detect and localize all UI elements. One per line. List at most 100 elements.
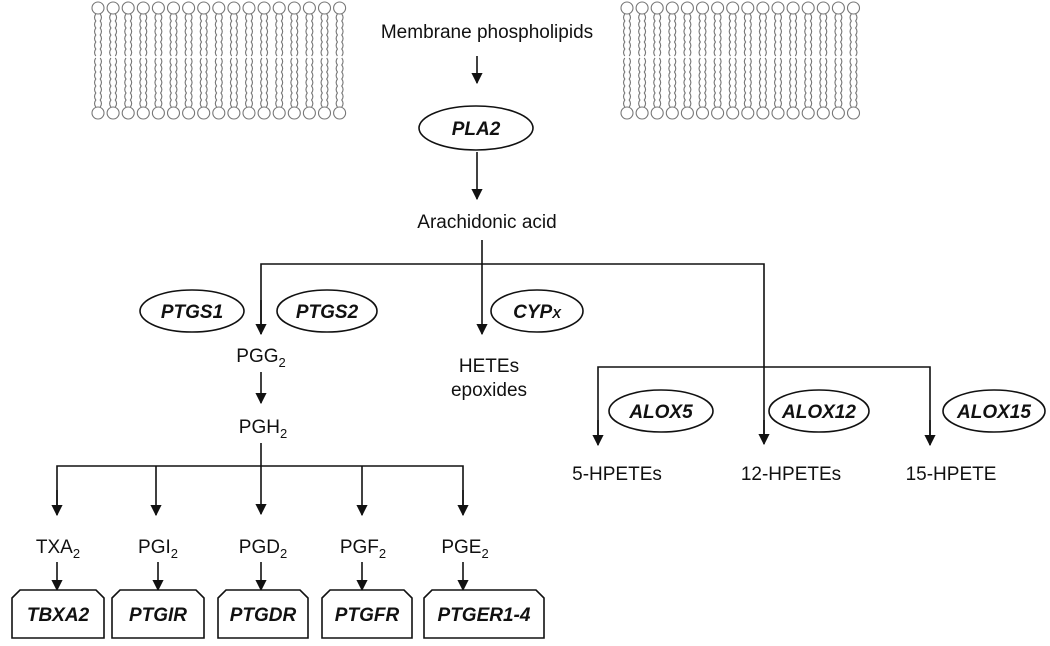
lipid-tail [295, 57, 299, 108]
lipid-tail [245, 13, 248, 57]
lipid-head [741, 106, 755, 120]
lipid-tail [295, 13, 299, 57]
txa2-subscript: 2 [73, 546, 80, 561]
lipid-head [106, 106, 120, 120]
lipid-head [695, 106, 710, 120]
lipid-head [317, 1, 332, 15]
lipid-head [91, 1, 105, 15]
cyp-main-text: CYP [513, 302, 552, 323]
lipid-head [91, 106, 105, 120]
lipid-tail [214, 57, 218, 108]
lipid-head [665, 106, 679, 120]
lipid-tail [154, 57, 157, 108]
lipid-head [151, 1, 165, 15]
lipid-tail [275, 13, 278, 57]
lipid-head [771, 106, 785, 120]
pgf2-subscript: 2 [379, 546, 386, 561]
lipid-tail [335, 57, 339, 108]
lipid-head [333, 1, 347, 15]
lipid-tail [749, 57, 752, 108]
lipid-tail [139, 57, 142, 108]
lipid-tail [774, 13, 777, 57]
lipid-head [242, 1, 256, 15]
branch-line-prostanoids [56, 465, 464, 514]
lipid-tail [704, 13, 707, 57]
lipid-tail [310, 13, 314, 57]
lipid-tail [764, 13, 767, 57]
lipid-head [121, 106, 135, 120]
lipid-head [726, 1, 740, 15]
lipid-tail [159, 57, 163, 108]
lipid-head [801, 106, 815, 120]
lipid-tail [305, 57, 308, 108]
pgd2-label: PGD2 [239, 537, 287, 561]
hetes-label: HETEs [459, 356, 519, 377]
lipid-head [136, 106, 150, 120]
lipid-tail [734, 13, 737, 57]
lipid-head [257, 1, 271, 15]
lipid-tail [734, 57, 737, 108]
lipid-tail [638, 13, 641, 57]
ptgdr-receptor-box [217, 589, 309, 639]
arachidonic-acid-label: Arachidonic acid [417, 212, 556, 233]
branch-line-lox [597, 366, 931, 444]
lipid-tail [184, 13, 188, 57]
lipid-head [197, 1, 211, 15]
lipid-tail [623, 57, 626, 108]
lipid-tail [819, 13, 822, 57]
membrane-bilayer-right [620, 1, 861, 120]
lipid-tail [855, 13, 858, 57]
lipid-head [317, 106, 332, 120]
lipid-tail [190, 13, 193, 57]
lipid-tail [326, 57, 329, 108]
lipid-tail [144, 57, 148, 108]
lipid-tail [229, 13, 233, 57]
lipid-tail [839, 57, 843, 108]
lipid-head [227, 106, 241, 120]
lipid-tail [310, 57, 314, 108]
lipid-tail [245, 57, 248, 108]
lipid-tail [154, 13, 157, 57]
ptgs1-enzyme-ellipse [139, 289, 245, 333]
lipid-tail [99, 57, 102, 108]
lipid-tail [839, 13, 843, 57]
lipid-tail [260, 13, 263, 57]
pgd2-main-text: PGD [239, 537, 280, 558]
lipid-tail [849, 57, 852, 108]
lipid-tail [205, 57, 208, 108]
lipid-tail [668, 13, 671, 57]
pge2-label: PGE2 [441, 537, 488, 561]
alox15-enzyme-ellipse [942, 389, 1046, 433]
lipid-tail [643, 57, 647, 108]
lipid-tail [804, 13, 807, 57]
tbxa2-receptor-box [11, 589, 105, 639]
ptgir-receptor-label: PTGIR [129, 605, 187, 626]
alox5-enzyme-ellipse [608, 389, 714, 433]
lipid-head [786, 106, 800, 120]
pgd2-subscript: 2 [280, 546, 287, 561]
lipid-tail [290, 57, 293, 108]
cyp-enzyme-label: CYPX [513, 302, 562, 323]
lipid-tail [834, 57, 837, 108]
pgf2-main-text: PGF [340, 537, 379, 558]
pgg2-main-text: PGG [236, 346, 278, 367]
alox12-enzyme-ellipse [768, 389, 870, 433]
lipid-tail [683, 13, 686, 57]
lipid-tail [175, 57, 178, 108]
lipid-tail [683, 57, 686, 108]
lipid-tail [719, 57, 722, 108]
lipid-tail [326, 13, 329, 57]
lipid-tail [834, 13, 837, 57]
alox5-enzyme-label: ALOX5 [628, 402, 693, 423]
lipid-tail [184, 57, 188, 108]
lipid-tail [235, 13, 238, 57]
lipid-tail [698, 13, 701, 57]
pgi2-main-text: PGI [138, 537, 171, 558]
lipid-tail [719, 13, 722, 57]
cyp-subscript: X [551, 306, 562, 321]
lipid-tail [169, 57, 172, 108]
lipid-tail [728, 13, 732, 57]
lipid-head [831, 1, 845, 15]
lipid-tail [94, 13, 97, 57]
lipid-tail [290, 13, 293, 57]
